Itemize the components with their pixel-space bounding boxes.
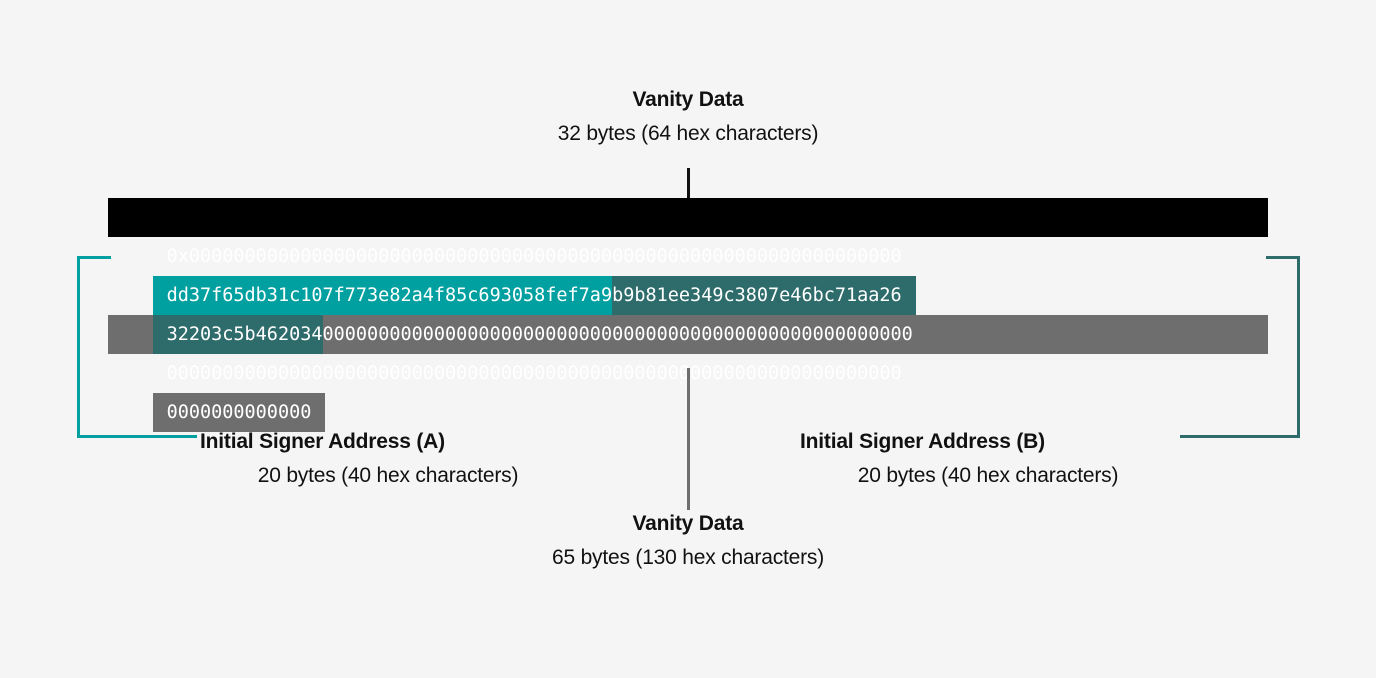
vanity-data-bottom-subtitle: 65 bytes (130 hex characters) bbox=[551, 546, 824, 569]
initial-signer-address-a-subtitle: 20 bytes (40 hex characters) bbox=[257, 464, 519, 487]
vanity-data-bottom-connector-line bbox=[687, 368, 690, 510]
vanity-data-bottom-title: Vanity Data bbox=[632, 512, 744, 535]
hex-row-5: 0000000000000 bbox=[108, 354, 1268, 432]
bracket-address-b-bottom-arm bbox=[1180, 435, 1300, 438]
bracket-address-b-top-arm bbox=[1266, 256, 1300, 259]
hex-row-2: dd37f65db31c107f773e82a4f85c693058fef7a9… bbox=[108, 237, 1268, 315]
hex-byte-block: 0x00000000000000000000000000000000000000… bbox=[108, 198, 1268, 432]
vanity-data-top-subtitle: 32 bytes (64 hex characters) bbox=[557, 122, 819, 145]
hex-row-4-zeros: 0000000000000000000000000000000000000000… bbox=[166, 363, 902, 384]
initial-signer-address-b-title: Initial Signer Address (B) bbox=[800, 430, 1045, 453]
hex-address-a-segment: dd37f65db31c107f773e82a4f85c693058fef7a9 bbox=[152, 276, 613, 315]
hex-prefix: 0x bbox=[166, 246, 189, 267]
initial-signer-address-b-subtitle: 20 bytes (40 hex characters) bbox=[857, 464, 1119, 487]
hex-address-b-segment-part2: 32203c5b462034 bbox=[152, 315, 323, 354]
bracket-address-a bbox=[77, 256, 197, 438]
bracket-address-a-bottom-arm bbox=[77, 435, 197, 438]
initial-signer-address-a-title: Initial Signer Address (A) bbox=[200, 430, 445, 453]
bracket-address-a-vertical bbox=[77, 256, 80, 438]
hex-row-5-zeros: 0000000000000 bbox=[152, 393, 326, 432]
initial-signer-address-b-label: Initial Signer Address (B) 20 bytes (40 … bbox=[800, 430, 1176, 488]
bracket-address-b bbox=[1180, 256, 1300, 438]
hex-row-3-zeros: 0000000000000000000000000000000000000000… bbox=[322, 315, 927, 354]
hex-row-1: 0x00000000000000000000000000000000000000… bbox=[108, 198, 1268, 267]
hex-row-1-zeros: 0000000000000000000000000000000000000000… bbox=[188, 246, 902, 267]
initial-signer-address-a-label: Initial Signer Address (A) 20 bytes (40 … bbox=[200, 430, 576, 488]
vanity-data-top-title: Vanity Data bbox=[632, 88, 744, 111]
hex-address-b-segment-part1: b9b81ee349c3807e46bc71aa26 bbox=[612, 276, 916, 315]
vanity-data-top-connector-line bbox=[687, 168, 690, 198]
bracket-address-b-vertical bbox=[1297, 256, 1300, 438]
hex-row-3: 32203c5b46203400000000000000000000000000… bbox=[108, 276, 1268, 354]
vanity-data-top-label: Vanity Data 32 bytes (64 hex characters) bbox=[0, 88, 1376, 146]
vanity-data-bottom-label: Vanity Data 65 bytes (130 hex characters… bbox=[0, 512, 1376, 570]
bracket-address-a-top-arm bbox=[77, 256, 111, 259]
